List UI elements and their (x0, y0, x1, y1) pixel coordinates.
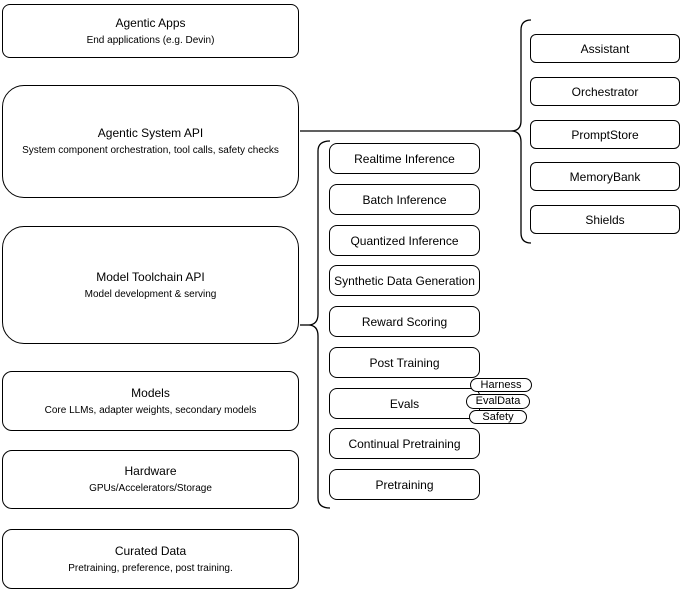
hardware-subtitle: GPUs/Accelerators/Storage (89, 483, 212, 494)
system-item-shields: Shields (530, 205, 680, 234)
system-item-label: Orchestrator (571, 84, 639, 99)
toolchain-item-label: Realtime Inference (354, 151, 455, 166)
system-item-orchestrator: Orchestrator (530, 77, 680, 106)
agentic-apps-title: Agentic Apps (115, 15, 186, 30)
toolchain-item-reward-scoring: Reward Scoring (329, 306, 480, 337)
agentic-apps-subtitle: End applications (e.g. Devin) (86, 34, 215, 46)
evals-badge-safety: Safety (469, 410, 527, 424)
agentic-system-api-title: Agentic System API (97, 126, 204, 140)
model-toolchain-api-title: Model Toolchain API (96, 269, 205, 284)
toolchain-item-batch-inference: Batch Inference (329, 184, 480, 215)
toolchain-item-label: Quantized Inference (350, 233, 459, 248)
evals-badge-evaldata: EvalData (466, 394, 530, 409)
system-item-memorybank: MemoryBank (530, 162, 680, 191)
toolchain-item-label: Pretraining (375, 477, 434, 492)
toolchain-item-label: Synthetic Data Generation (334, 273, 475, 288)
agentic-apps-box: Agentic Apps End applications (e.g. Devi… (2, 4, 299, 58)
toolchain-item-label: Evals (389, 396, 420, 411)
evals-badge-harness: Harness (470, 378, 532, 392)
agentic-system-api-box: Agentic System API System component orch… (2, 85, 299, 198)
curated-data-title: Curated Data (114, 543, 187, 558)
hardware-box: Hardware GPUs/Accelerators/Storage (2, 450, 299, 509)
curated-data-box: Curated Data Pretraining, preference, po… (2, 529, 299, 589)
models-subtitle: Core LLMs, adapter weights, secondary mo… (44, 404, 257, 416)
hardware-title: Hardware (124, 464, 177, 478)
toolchain-item-post-training: Post Training (329, 347, 480, 378)
toolchain-item-continual-pretraining: Continual Pretraining (329, 428, 480, 459)
toolchain-item-evals: Evals (329, 388, 480, 419)
evals-badge-label: EvalData (475, 395, 521, 407)
toolchain-item-label: Post Training (369, 355, 440, 370)
system-item-label: PromptStore (571, 127, 639, 142)
toolchain-item-realtime-inference: Realtime Inference (329, 143, 480, 174)
system-item-label: MemoryBank (569, 169, 641, 184)
model-toolchain-api-subtitle: Model development & serving (84, 288, 217, 300)
system-item-label: Assistant (580, 41, 630, 56)
system-api-bracket (510, 19, 532, 244)
models-box: Models Core LLMs, adapter weights, secon… (2, 371, 299, 431)
evals-badge-label: Harness (480, 378, 522, 391)
model-toolchain-api-box: Model Toolchain API Model development & … (2, 226, 299, 344)
agentic-system-api-subtitle: System component orchestration, tool cal… (22, 145, 279, 156)
toolchain-item-quantized-inference: Quantized Inference (329, 225, 480, 256)
toolchain-item-label: Reward Scoring (361, 314, 448, 329)
toolchain-item-pretraining: Pretraining (329, 469, 480, 500)
system-item-label: Shields (585, 212, 625, 227)
system-item-assistant: Assistant (530, 34, 680, 63)
toolchain-item-label: Batch Inference (362, 192, 447, 207)
models-title: Models (131, 385, 170, 400)
system-item-promptstore: PromptStore (530, 120, 680, 149)
toolchain-bracket (307, 140, 331, 509)
toolchain-item-synthetic-data-generation: Synthetic Data Generation (329, 265, 480, 296)
evals-badge-label: Safety (482, 410, 514, 423)
curated-data-subtitle: Pretraining, preference, post training. (68, 562, 233, 574)
toolchain-item-label: Continual Pretraining (348, 436, 461, 451)
